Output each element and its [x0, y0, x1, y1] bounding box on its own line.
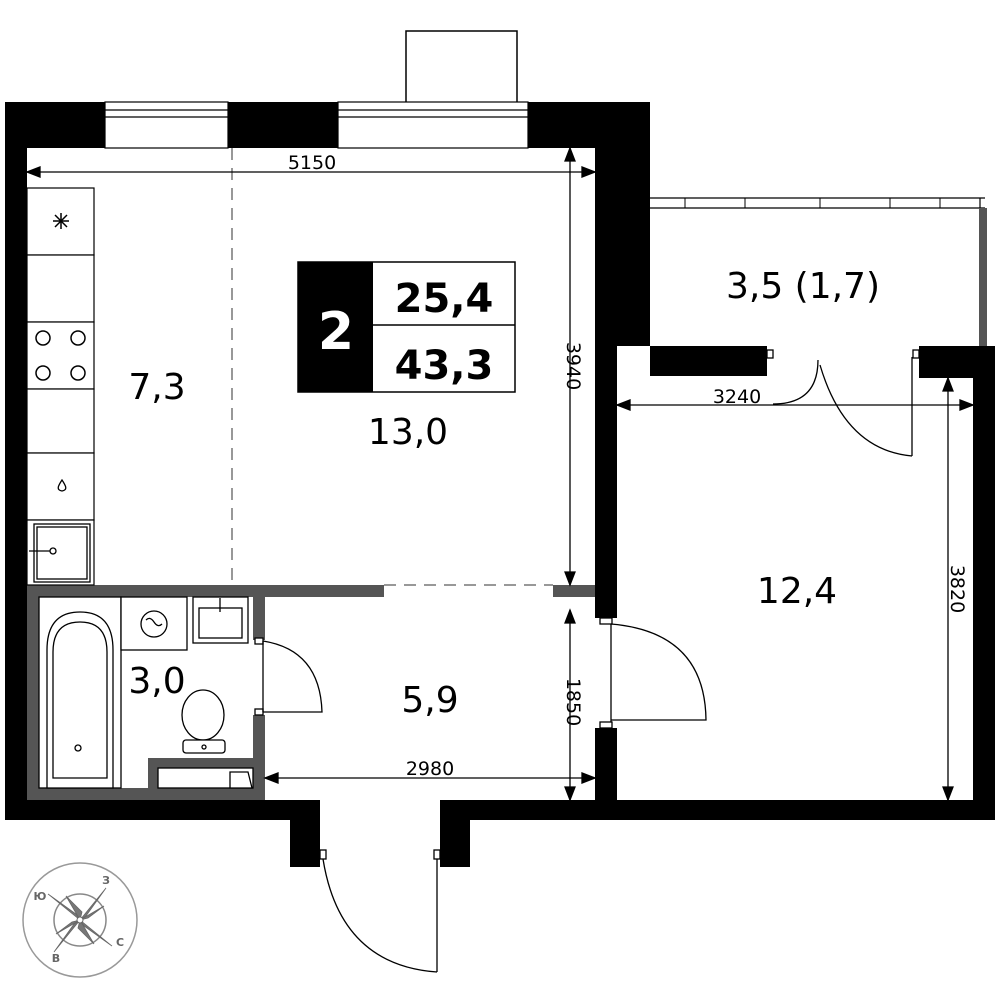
toilet-icon — [181, 689, 226, 754]
fridge-icon — [53, 213, 69, 229]
dim-bedroom-height: 3820 — [946, 565, 968, 613]
shower-tray-icon — [157, 767, 254, 789]
room-count: 2 — [318, 302, 354, 362]
balcony-door[interactable] — [766, 349, 920, 457]
dishwasher-icon — [57, 478, 67, 492]
compass-letter-n: З — [102, 874, 110, 887]
dim-living-height: 3940 — [562, 342, 584, 390]
windows — [104, 101, 529, 149]
washing-machine-icon — [120, 596, 188, 651]
room-balcony-area: 3,5 (1,7) — [726, 266, 880, 307]
room-living-area: 13,0 — [368, 412, 448, 453]
entrance-door[interactable] — [319, 849, 441, 973]
kitchen-sink-icon — [29, 523, 91, 583]
bathroom-door[interactable] — [254, 637, 323, 716]
dim-living-width: 5150 — [288, 152, 336, 174]
room-bathroom-area: 3,0 — [128, 661, 185, 702]
ventilation-block — [405, 30, 518, 104]
dim-hall-height: 1850 — [562, 678, 584, 726]
stove-icon — [35, 330, 86, 381]
interior-walls — [27, 585, 595, 800]
dimension-lines — [25, 146, 975, 802]
exterior-walls — [5, 102, 995, 867]
room-hall-area: 5,9 — [401, 680, 458, 721]
room-kitchen-area: 7,3 — [128, 367, 185, 408]
room-bedroom-area: 12,4 — [757, 571, 837, 612]
balcony — [650, 197, 987, 350]
bathtub-icon — [38, 596, 122, 789]
compass-letter-e: С — [116, 936, 124, 949]
total-area-value: 43,3 — [395, 343, 494, 389]
living-area-value: 25,4 — [395, 276, 494, 322]
kitchen-units — [26, 187, 95, 586]
compass-letter-w: Ю — [34, 890, 47, 903]
area-badge: 2 25,4 43,3 — [297, 261, 516, 393]
bedroom-door[interactable] — [599, 617, 707, 729]
dim-hall-width: 2980 — [406, 758, 454, 780]
sink-icon — [192, 596, 249, 644]
compass-icon: З Ю С В — [22, 862, 138, 978]
dim-bedroom-width: 3240 — [713, 386, 761, 408]
compass-letter-s: В — [52, 952, 60, 965]
